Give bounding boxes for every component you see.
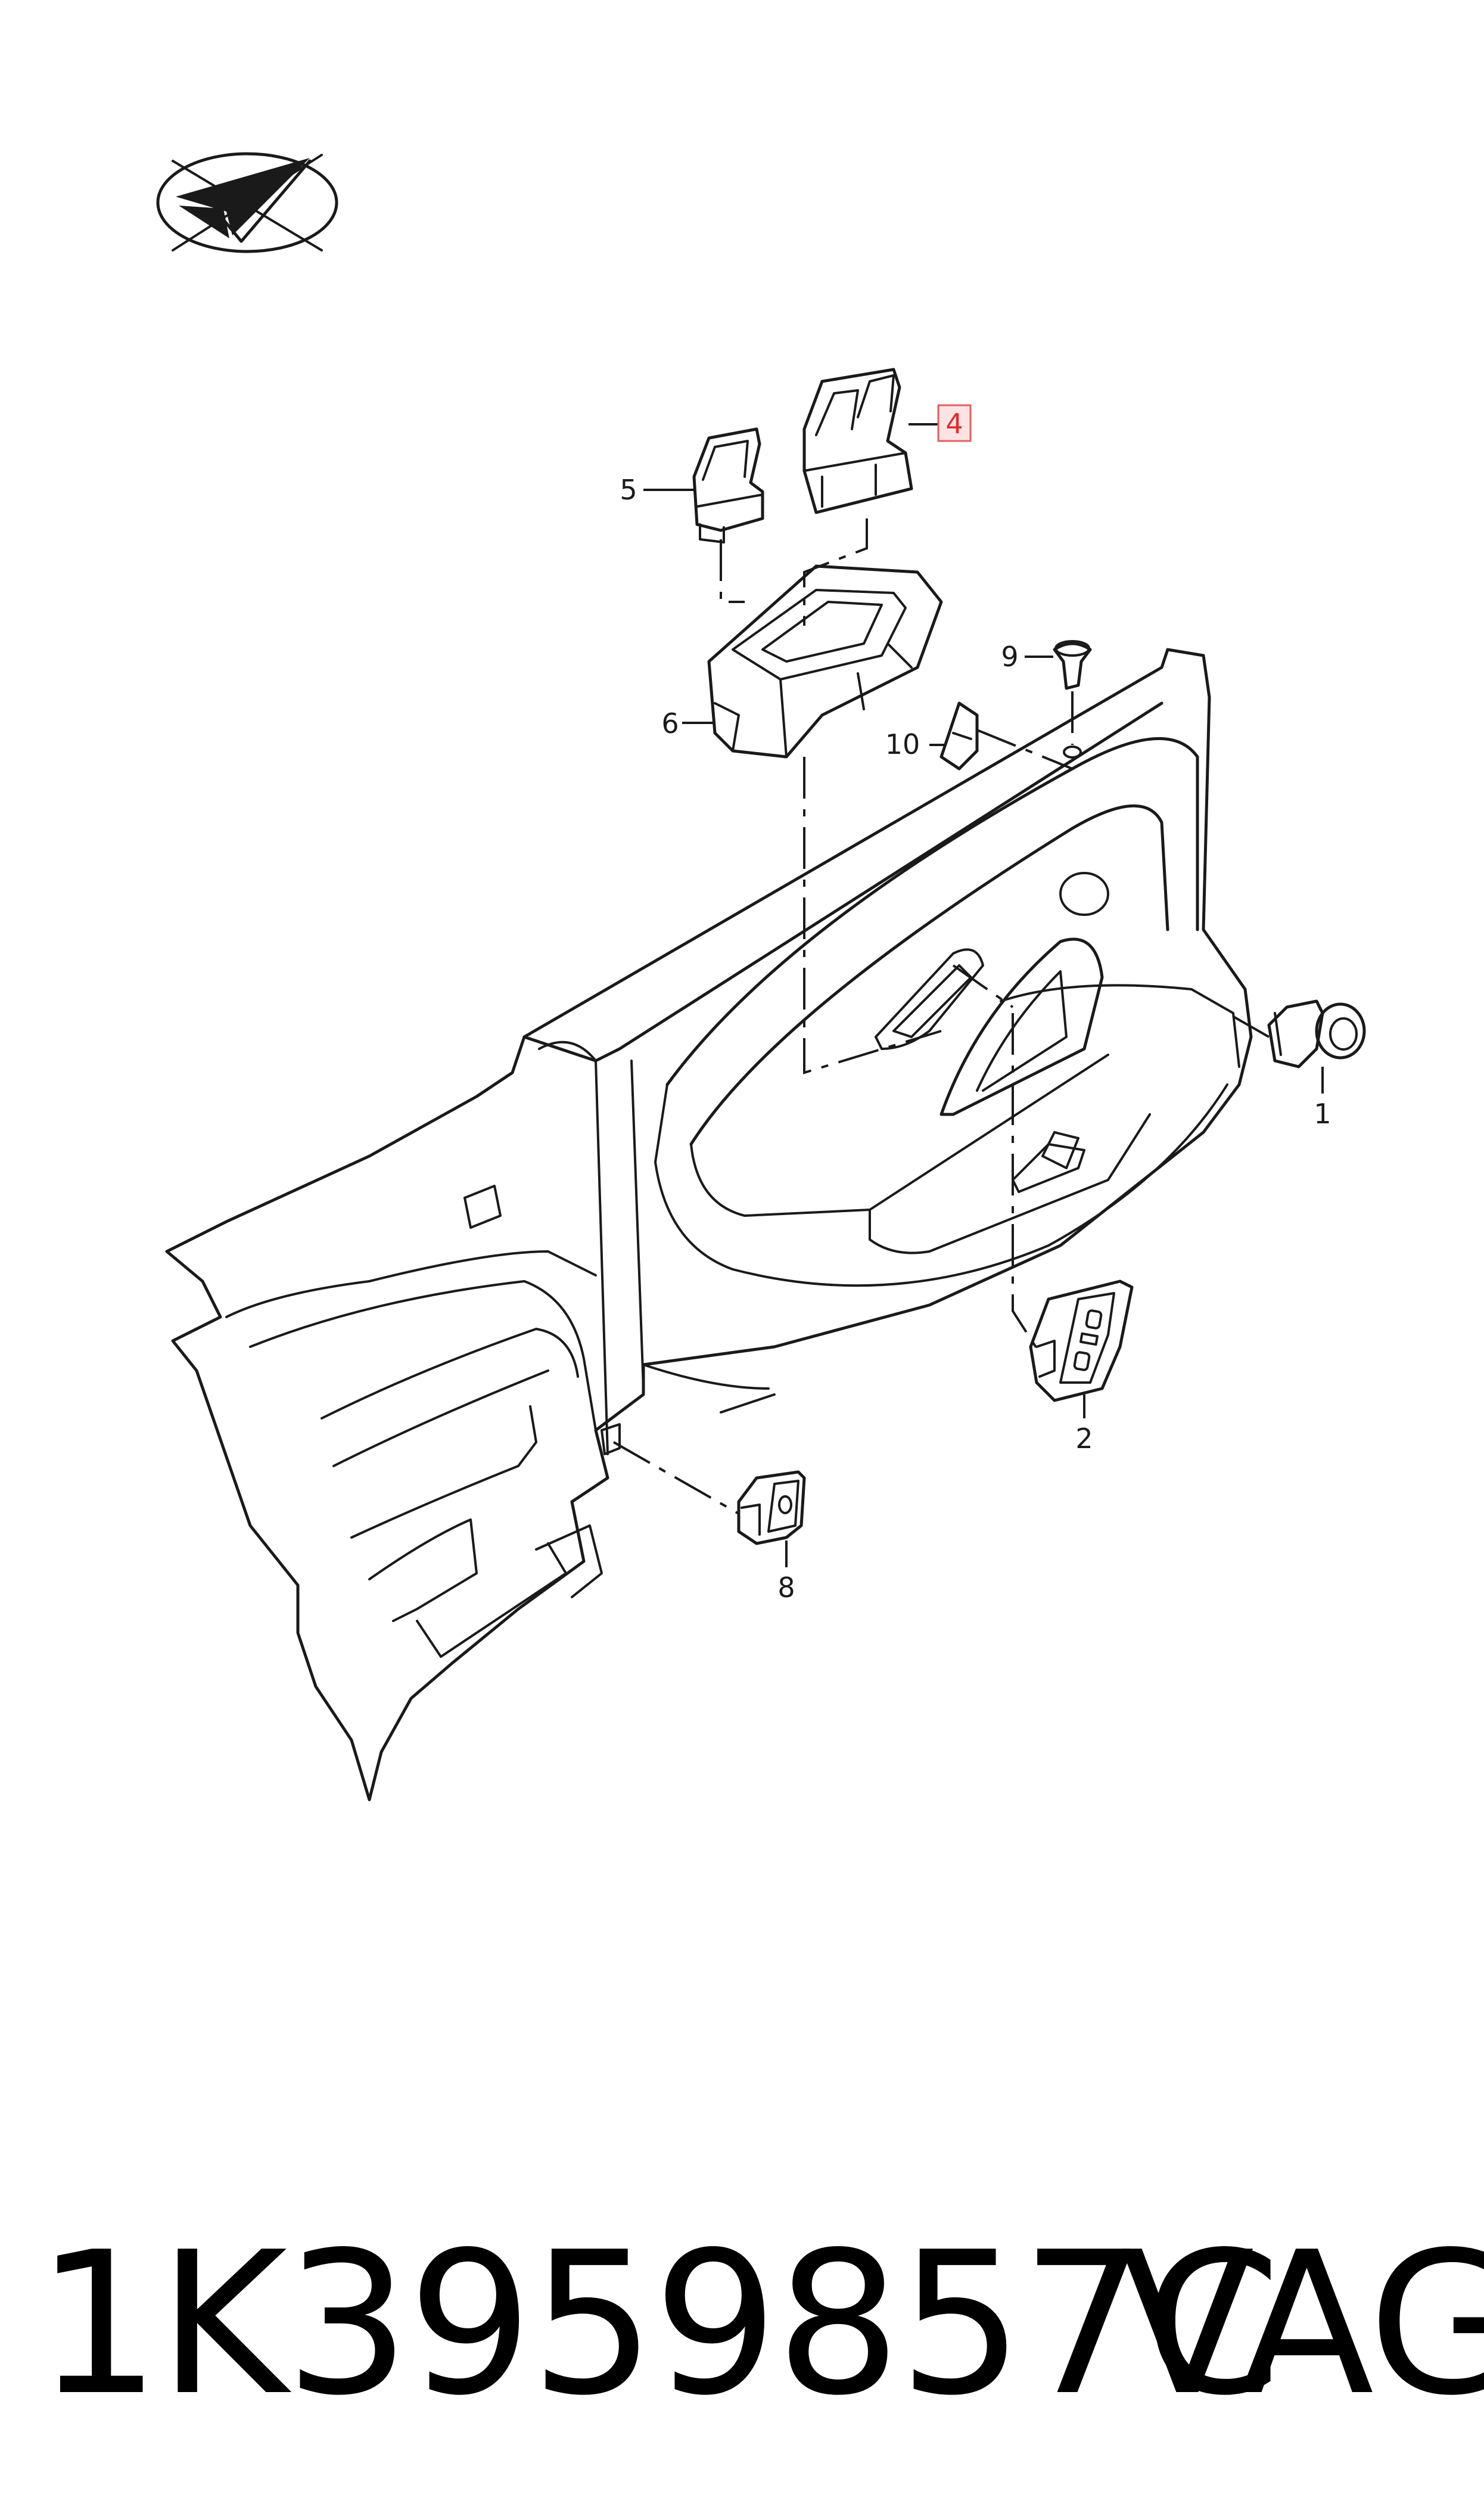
- double-window-switch-part-4[interactable]: [802, 368, 913, 514]
- callout-2[interactable]: 2: [1075, 1422, 1093, 1455]
- brand-text: VAG: [1120, 2210, 1484, 2439]
- paper-plane-check-logo-icon: [156, 152, 338, 253]
- door-trim-panel: [165, 648, 1253, 1801]
- callout-labels: 4 5 6 9 10 1 2 8: [620, 404, 1331, 1604]
- connection-lines: [613, 518, 1270, 1515]
- retainer-part-10[interactable]: [939, 701, 979, 771]
- door-switch-cluster-part-2[interactable]: [1029, 1279, 1134, 1402]
- mirror-adjust-switch-part-1[interactable]: [1267, 999, 1366, 1069]
- switch-housing-part-6[interactable]: [707, 564, 943, 759]
- callout-4[interactable]: 4: [945, 408, 963, 440]
- small-switch-part-8[interactable]: [737, 1470, 806, 1545]
- part-number-text: 1K3959857C: [36, 2210, 1281, 2439]
- callout-9[interactable]: 9: [1001, 641, 1018, 673]
- callout-8[interactable]: 8: [777, 1571, 795, 1604]
- single-window-switch-part-5[interactable]: [692, 427, 764, 543]
- callout-6[interactable]: 6: [661, 707, 679, 740]
- callout-1[interactable]: 1: [1314, 1098, 1331, 1130]
- callout-leaders: [643, 423, 1324, 1567]
- callout-10[interactable]: 10: [885, 728, 920, 760]
- callout-4-highlight: [937, 404, 972, 442]
- clip-part-9[interactable]: [1053, 640, 1092, 759]
- callout-5[interactable]: 5: [620, 474, 637, 506]
